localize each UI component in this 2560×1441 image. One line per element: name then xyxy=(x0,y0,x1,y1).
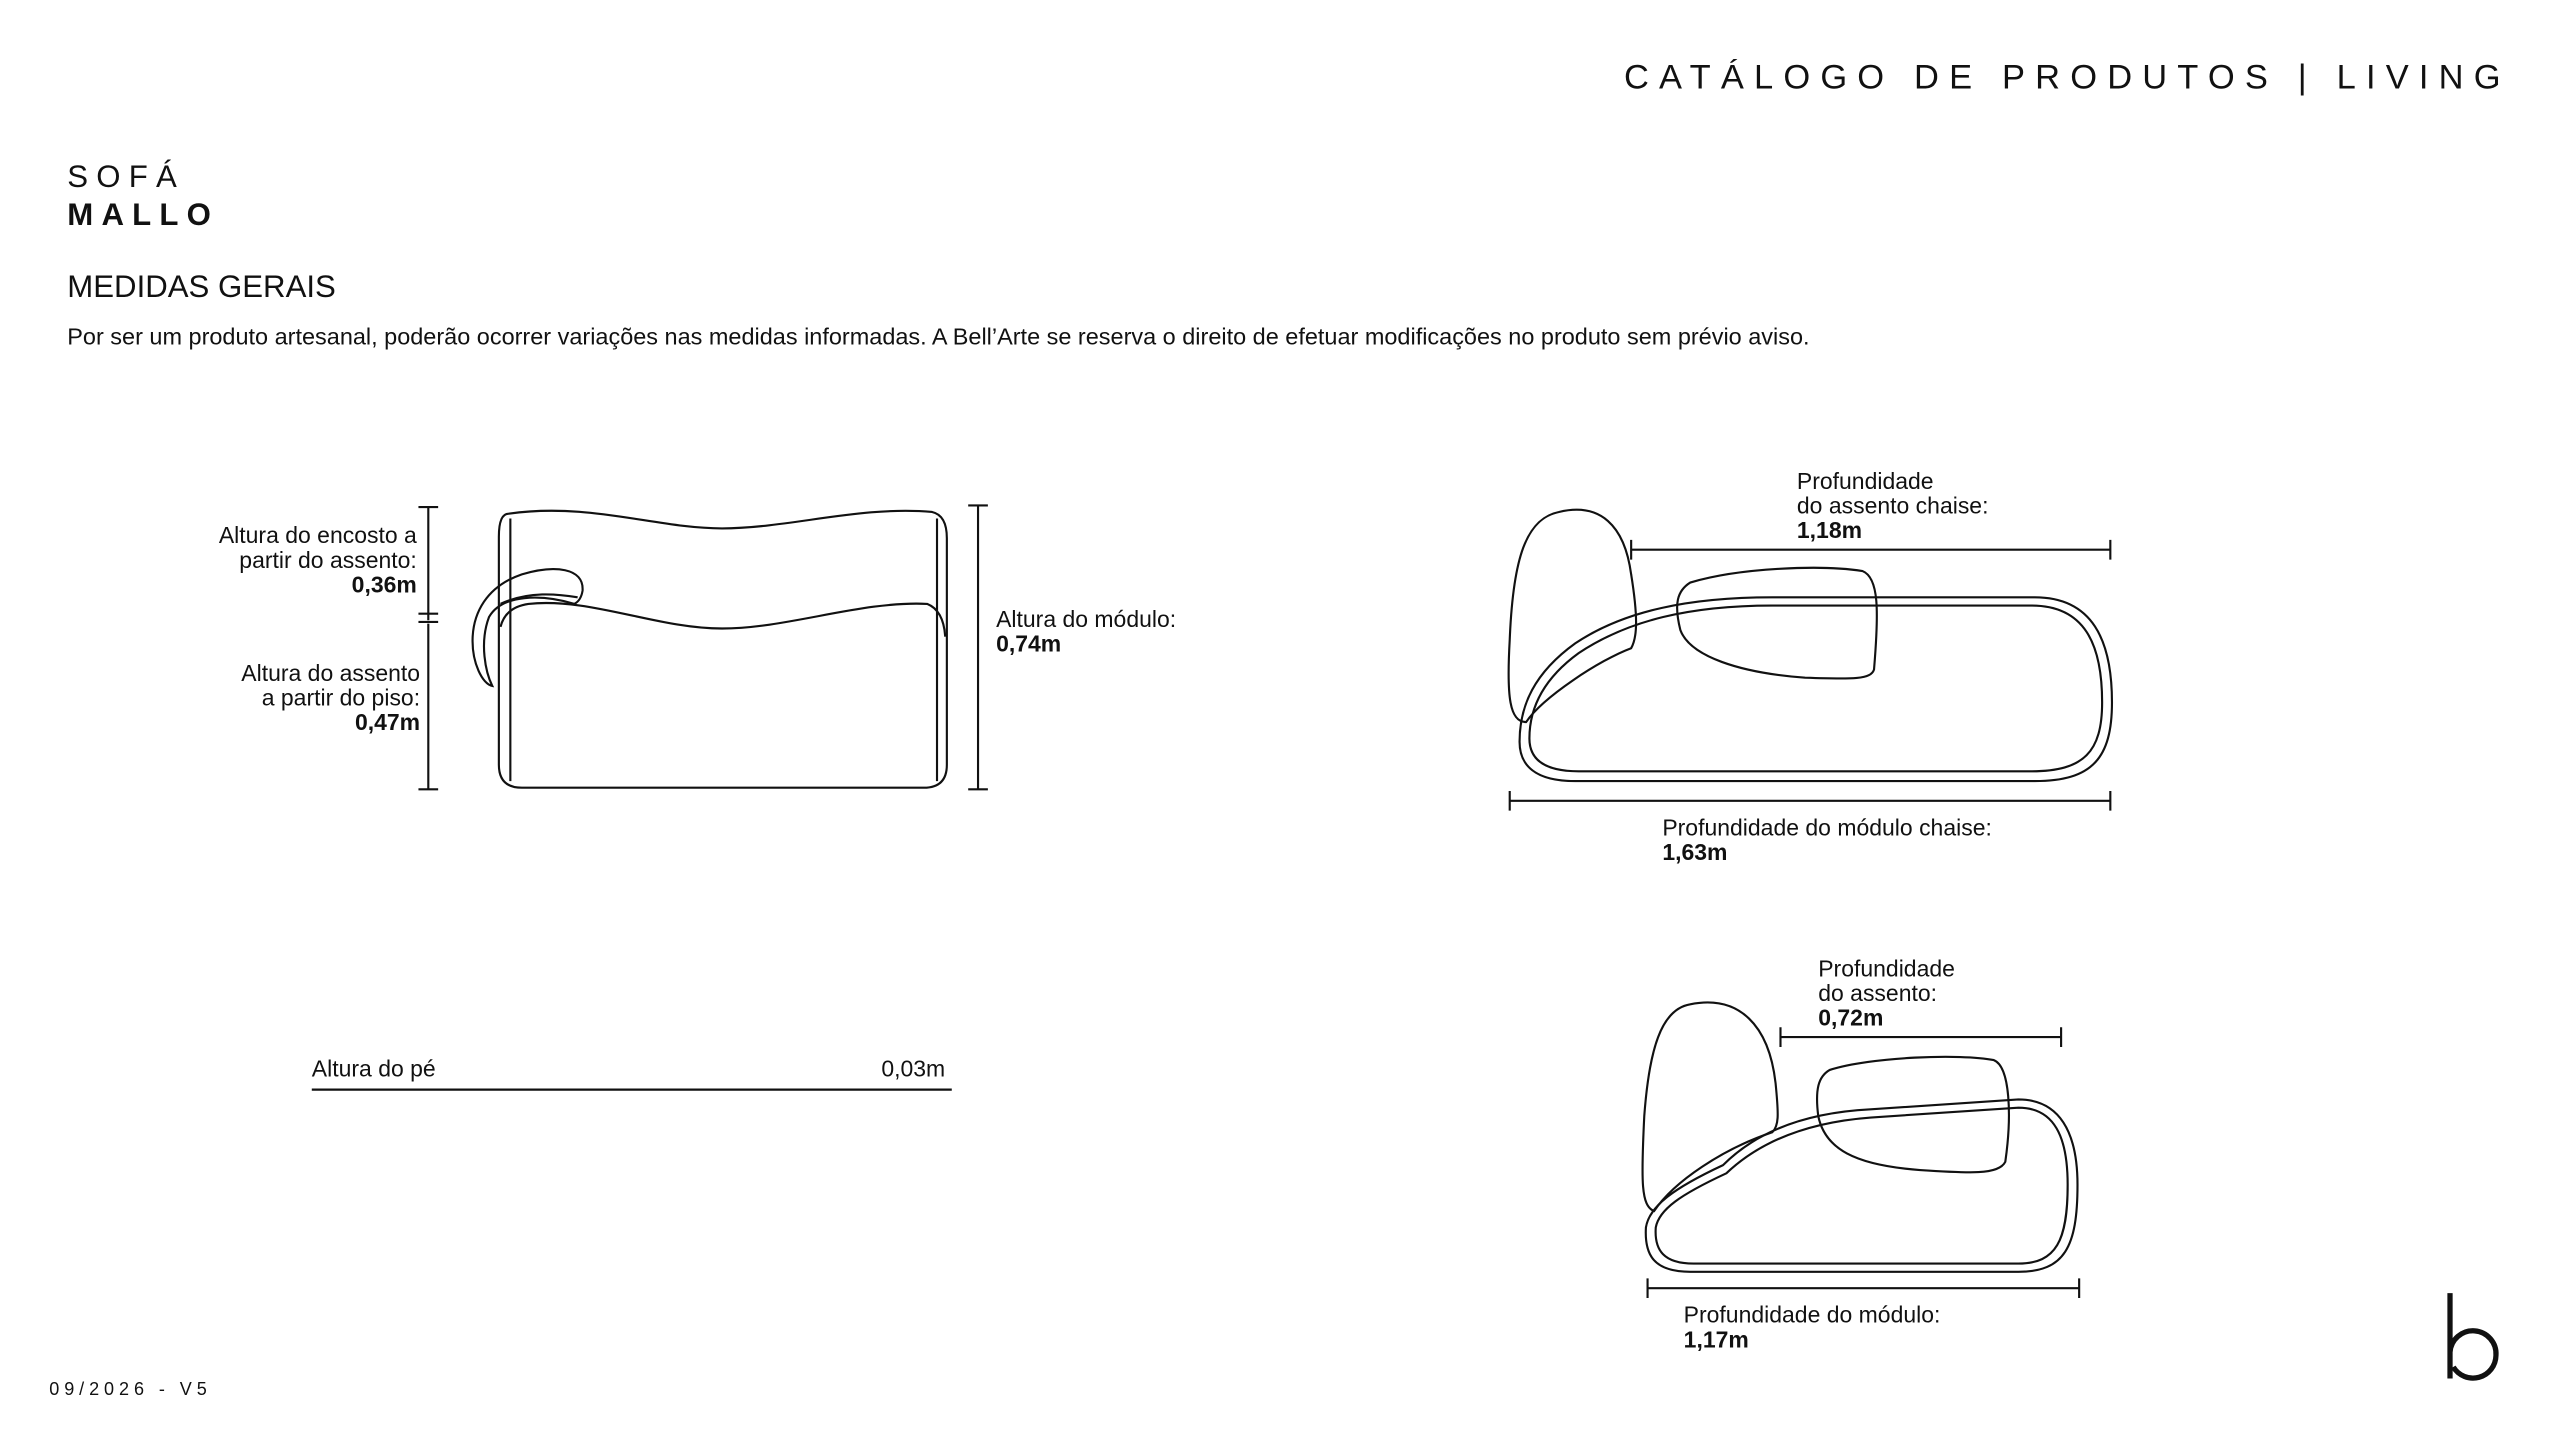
dimension-lines-front xyxy=(311,504,988,1091)
product-name: MALLO xyxy=(67,198,220,234)
module-seat-depth-label: Profundidade do assento: 0,72m xyxy=(1818,955,1955,1031)
brand-logo xyxy=(2447,1293,2499,1381)
module-seat-depth-value: 0,72m xyxy=(1818,1004,1884,1031)
foot-height-value: 0,03m xyxy=(881,1055,946,1082)
chaise-seat-depth-label: Profundidade do assento chaise: 1,18m xyxy=(1796,467,1989,544)
dimension-lines-module xyxy=(1646,1027,2081,1299)
backrest-height-label: Altura do encosto a partir do assento: 0… xyxy=(218,521,417,598)
catalog-title: CATÁLOGO DE PRODUTOS | LIVING xyxy=(1623,59,2511,97)
module-height-label: Altura do módulo: 0,74m xyxy=(996,605,1177,657)
disclaimer: Por ser um produto artesanal, poderão oc… xyxy=(67,324,1810,352)
product-type: SOFÁ xyxy=(67,160,185,196)
chaise-top-view xyxy=(1507,508,2114,783)
module-depth-label: Profundidade do módulo: 1,17m xyxy=(1683,1301,1941,1353)
foot-height-label: Altura do pé xyxy=(311,1055,436,1082)
chaise-module-depth-value: 1,63m xyxy=(1662,838,1728,865)
chaise-module-depth-label: Profundidade do módulo chaise: 1,63m xyxy=(1662,813,1992,865)
module-depth-value: 1,17m xyxy=(1683,1325,1749,1353)
section-title: MEDIDAS GERAIS xyxy=(67,270,336,306)
seat-height-label: Altura do assento a partir do piso: 0,47… xyxy=(241,659,421,736)
dimension-lines-chaise xyxy=(1508,539,2112,811)
version-footer: 09/2026 - V5 xyxy=(49,1380,212,1400)
module-top-view xyxy=(1641,1001,2079,1273)
backrest-height-value: 0,36m xyxy=(351,571,417,598)
module-height-value: 0,74m xyxy=(996,630,1062,657)
seat-height-value: 0,47m xyxy=(354,708,421,736)
chaise-seat-depth-value: 1,18m xyxy=(1796,516,1863,544)
sofa-front-view xyxy=(471,509,948,789)
